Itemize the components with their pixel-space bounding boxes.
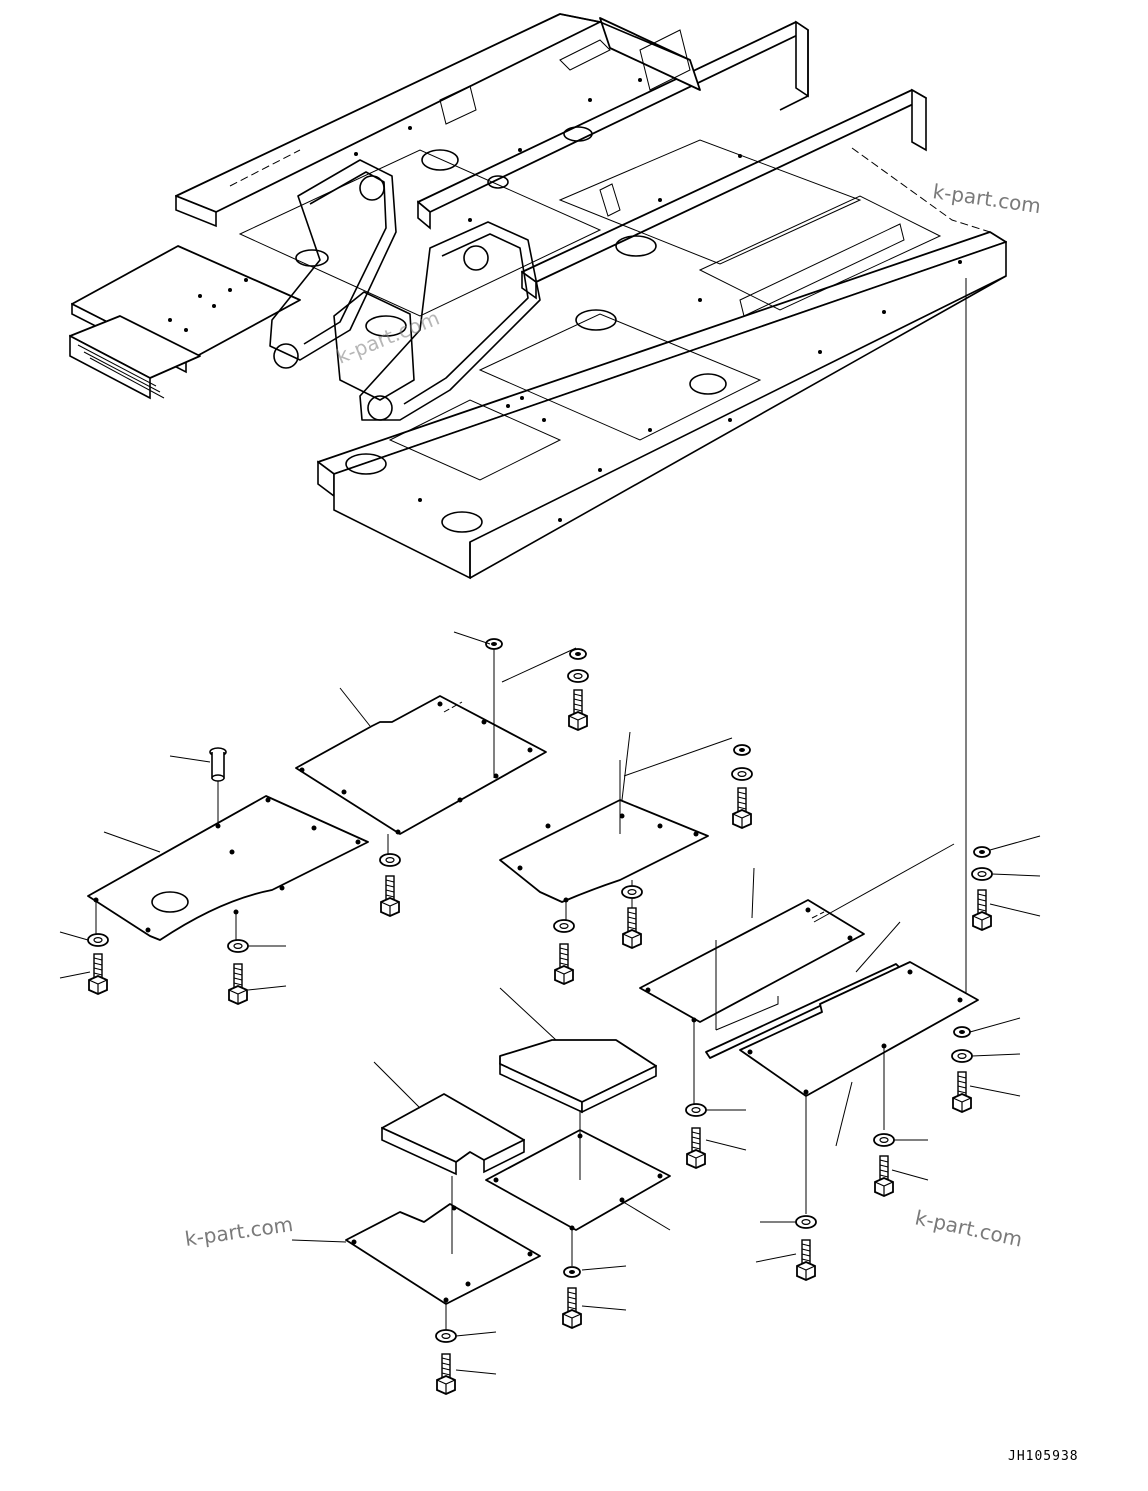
cover-plate-c	[499, 737, 733, 926]
cover-plate-d	[639, 843, 955, 1031]
insulation-block-f	[499, 1039, 657, 1114]
cover-plate-i	[345, 1176, 541, 1330]
watermark-top-right: k-part.com	[931, 179, 1042, 218]
cover-plate-a	[87, 772, 369, 944]
frame-holes	[168, 78, 962, 522]
drawing-number: JH105938	[1008, 1449, 1079, 1464]
leader-lines	[59, 631, 1041, 1375]
main-frame	[69, 13, 1007, 998]
cover-plate-b	[295, 647, 577, 858]
cover-plate-e	[693, 961, 979, 1214]
cover-plate-h	[485, 1110, 671, 1266]
watermark-bottom-left: k-part.com	[183, 1212, 294, 1251]
watermark-bottom-right: k-part.com	[913, 1205, 1025, 1251]
insulation-block-g	[381, 1093, 525, 1176]
watermark-frame-center: k-part.com	[333, 306, 443, 369]
